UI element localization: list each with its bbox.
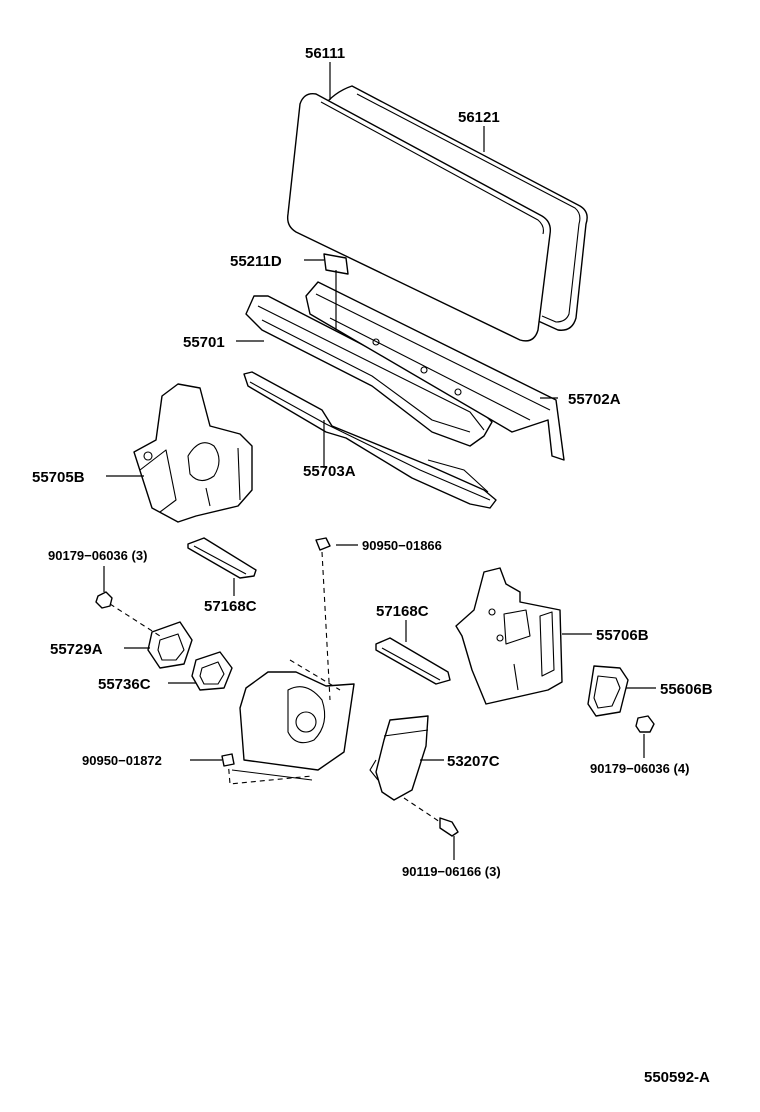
part-90950-01872-clip [221, 753, 235, 767]
part-55702A-rail [305, 281, 565, 461]
callout-leaders [103, 62, 656, 860]
callout-90119-06166-3: 90119−06166 (3) [402, 864, 501, 879]
part-53207C-duct [369, 715, 429, 801]
part-90119-screw [439, 817, 459, 837]
callout-55706B: 55706B [596, 627, 649, 644]
part-57168C-left-strip [187, 537, 257, 579]
callout-56121: 56121 [458, 109, 500, 126]
callout-90179-06036-4: 90179−06036 (4) [590, 761, 689, 776]
leader-duct [289, 659, 341, 691]
callout-55736C: 55736C [98, 676, 151, 693]
part-90950-01866-clip [315, 537, 331, 551]
callout-55211D: 55211D [230, 253, 282, 270]
part-90179-nut-left [95, 591, 113, 609]
part-55211D-label [323, 253, 349, 275]
part-55703A-rail [243, 371, 497, 509]
part-90179-nut-right [635, 715, 655, 733]
leader-nut-left [109, 603, 161, 637]
part-55705B-bracket [133, 383, 253, 523]
callout-90950-01872: 90950−01872 [82, 753, 162, 768]
callout-55702A: 55702A [568, 391, 621, 408]
callout-55705B: 55705B [32, 469, 85, 486]
callout-55729A: 55729A [50, 641, 103, 658]
callout-55703A: 55703A [303, 463, 356, 480]
callout-56111: 56111 [305, 45, 345, 62]
part-55729A-gasket [147, 621, 193, 669]
part-56111-glass [286, 93, 552, 342]
part-57168C-right-strip [375, 637, 451, 685]
callout-90950-01866: 90950−01866 [362, 538, 442, 553]
callout-57168C-right: 57168C [376, 603, 429, 620]
part-duct-housing [231, 671, 355, 781]
part-55736C-gasket [191, 651, 233, 691]
callout-55701: 55701 [183, 334, 225, 351]
callout-90179-06036-3: 90179−06036 (3) [48, 548, 147, 563]
leader-90950-01866 [321, 551, 331, 701]
callout-57168C-left: 57168C [204, 598, 257, 615]
callout-53207C: 53207C [447, 753, 500, 770]
diagram-code: 550592-A [644, 1069, 710, 1086]
callout-55606B: 55606B [660, 681, 713, 698]
part-55606B-gasket [587, 665, 629, 717]
part-55706B-bracket [455, 567, 563, 705]
